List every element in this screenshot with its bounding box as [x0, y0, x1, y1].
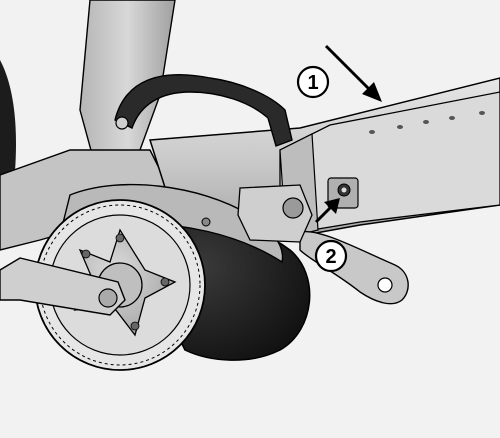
pedal-hole — [377, 277, 393, 293]
callout-2: 2 — [314, 239, 348, 273]
crank-arm-left — [0, 257, 126, 316]
bracket-hole — [282, 197, 304, 219]
carry-handle — [114, 74, 293, 147]
rear-tire — [0, 60, 16, 205]
callout-1: 1 — [296, 65, 330, 99]
callout-2-number: 2 — [325, 246, 336, 268]
handle-bolt — [115, 116, 129, 130]
frame-bolt — [201, 217, 211, 227]
crank-bolt — [98, 288, 118, 308]
screw-pointer-arrow — [314, 198, 340, 224]
battery-tube-holes — [369, 111, 485, 134]
slide-direction-arrow — [324, 44, 382, 102]
callout-1-number: 1 — [307, 72, 318, 94]
